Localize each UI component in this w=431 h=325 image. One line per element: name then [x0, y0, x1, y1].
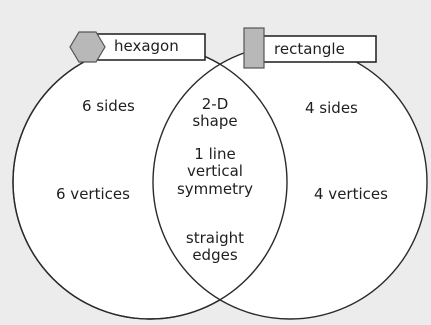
rectangle-item-vertices: 4 vertices [314, 185, 388, 203]
hexagon-icon [69, 31, 106, 63]
intersection-item-symmetry: 1 line vertical symmetry [174, 145, 256, 198]
intersection-item-symmetry-line2: vertical [187, 162, 243, 181]
intersection-item-2d-shape-line1: 2-D [201, 95, 229, 113]
hexagon-set-title: hexagon [114, 37, 179, 55]
rectangle-item-sides: 4 sides [305, 99, 358, 117]
rectangle-icon [243, 27, 265, 69]
intersection-item-straight-edges-line2: edges [192, 246, 238, 265]
intersection-item-symmetry-line1: 1 line [194, 145, 236, 163]
hexagon-item-vertices: 6 vertices [56, 185, 130, 203]
hexagon-item-sides: 6 sides [82, 97, 135, 115]
intersection-item-2d-shape: 2-D shape [186, 95, 244, 131]
rectangle-set-title: rectangle [274, 40, 345, 58]
intersection-item-straight-edges: straight edges [178, 229, 252, 265]
intersection-item-symmetry-line3: symmetry [176, 179, 254, 198]
rectangle-tag-box [255, 35, 377, 63]
intersection-item-2d-shape-line2: shape [192, 112, 238, 131]
intersection-item-straight-edges-line1: straight [185, 229, 245, 247]
